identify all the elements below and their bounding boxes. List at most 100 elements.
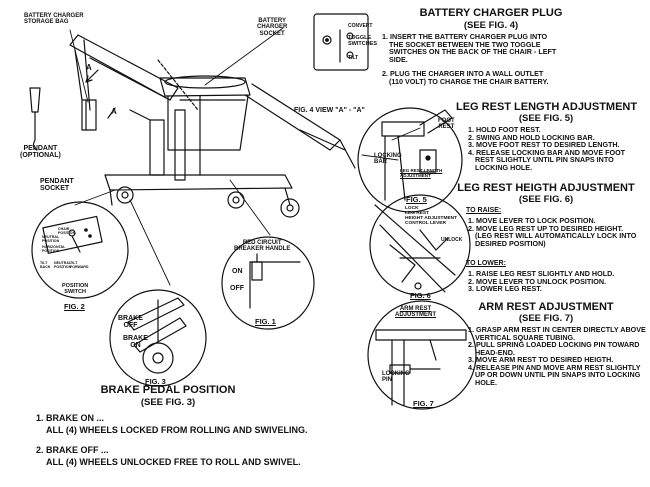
raise-step: (LEG REST WILL AUTOMATICALLY LOCK INTO <box>475 231 637 241</box>
charger-plug-title: BATTERY CHARGER PLUG <box>419 7 563 19</box>
pendant-socket-label: PENDANT SOCKET <box>40 178 74 193</box>
charger-socket-line-2: CHARGER <box>257 24 288 31</box>
fig1-caption: FIG. 1 <box>255 317 276 326</box>
switch-position-label: NEUTRAL <box>42 235 60 239</box>
lock-line-1: LOCK <box>405 206 419 211</box>
lower-step: 1. RAISE LEG REST SLIGHTLY AND HOLD. <box>468 269 615 278</box>
fig2-switch-detail <box>31 201 129 299</box>
brake-line: 1. BRAKE ON ... <box>36 413 105 423</box>
charger-bag-line-2: STORAGE BAG <box>24 19 69 26</box>
arm-step: HEAD-END. <box>475 347 515 357</box>
lower-step: 2. MOVE LEVER TO UNLOCK POSITION. <box>468 276 607 286</box>
arm-rest-steps: 1. GRASP ARM REST IN CENTER DIRECTLY ABO… <box>468 326 646 387</box>
foot-rest-label: FOOT REST <box>438 118 455 131</box>
switch-position-label: CHAIR <box>58 227 70 231</box>
charger-plug-subtitle: (SEE FIG. 4) <box>463 20 519 31</box>
position-switch-label: POSITION SWITCH <box>62 283 89 296</box>
position-switch-line-1: POSITION <box>62 283 89 289</box>
fig1-breaker-detail <box>221 236 315 330</box>
leg-height-subtitle: (SEE FIG. 6) <box>518 194 574 205</box>
locking-bar-line-1: LOCKING <box>374 153 402 159</box>
leg-length-step: 1. HOLD FOOT REST. <box>468 125 541 134</box>
arm-step: 3. MOVE ARM REST TO DESIRED HEIGTH. <box>468 355 614 365</box>
position-switch-line-2: SWITCH <box>64 288 86 295</box>
leg-rest-adj-label: LEG REST LENGTH ADJUSTMENT <box>400 168 443 178</box>
fig5-leg-rest-detail <box>357 107 463 213</box>
switch-position-label: FORWARD <box>70 265 89 269</box>
lock-line-4: CONTROL LEVER <box>405 221 446 227</box>
leader-lines <box>69 27 421 286</box>
leg-length-step: LOCKING HOLE. <box>475 162 533 172</box>
brake-line: ALL (4) WHEELS LOCKED FROM ROLLING AND S… <box>46 425 308 436</box>
switch-position-label: NEUTRAL <box>54 261 72 265</box>
switch-position-label: HORIZONTAL <box>42 245 66 249</box>
brake-off-label: BRAKE OFF <box>118 315 143 330</box>
fig2-caption: FIG. 2 <box>64 302 85 311</box>
lock-line-3: HEIGHT ADJUSTMENT <box>405 216 458 222</box>
toggle-line-1: TOGGLE <box>348 35 372 41</box>
to-raise-label: TO RAISE: <box>466 207 502 214</box>
arm-step: 2. PULL SPRING LOADED LOCKING PIN TOWARD <box>468 340 640 350</box>
arm-rest-title: ARM REST ADJUSTMENT <box>478 301 614 313</box>
fig7-caption: FIG. 7 <box>413 399 434 408</box>
leg-rest-adj-line-2: ADJUSTMENT <box>400 172 431 178</box>
arm-rest-subtitle: (SEE FIG. 7) <box>518 313 574 324</box>
leg-length-step: 3. MOVE FOOT REST TO DESIRED LENGTH. <box>468 140 620 150</box>
pendant-line-2: (OPTIONAL) <box>20 152 61 160</box>
charger-step: THE SOCKET BETWEEN THE TWO TOGGLE <box>389 39 541 49</box>
charger-step: SIDE. <box>389 54 408 64</box>
toggle-line-2: SWITCHES <box>348 40 378 47</box>
pendant-socket-line-1: PENDANT <box>40 178 74 185</box>
brake-line: ALL (4) WHEELS UNLOCKED FREE TO ROLL AND… <box>46 457 301 468</box>
charger-bag-line-1: BATTERY CHARGER <box>24 13 84 19</box>
leg-height-lower-steps: 1. RAISE LEG REST SLIGHTLY AND HOLD. 2. … <box>468 270 614 293</box>
brake-off-line-2: OFF <box>123 322 138 330</box>
pendant-socket-line-2: SOCKET <box>40 185 70 193</box>
off-label: OFF <box>230 285 244 292</box>
brake-on-line-2: ON <box>130 342 141 350</box>
fig6-lever-detail <box>369 194 471 296</box>
brake-on-line-1: BRAKE <box>123 335 148 342</box>
leg-rest-adj-line-1: LEG REST LENGTH <box>400 168 443 173</box>
brake-lines: 1. BRAKE ON ... ALL (4) WHEELS LOCKED FR… <box>36 413 308 468</box>
locking-pin-label: LOCKING PIN <box>382 371 410 384</box>
lower-step: 3. LOWER LEG REST. <box>468 284 542 294</box>
fig3-brake-detail <box>109 289 207 387</box>
charger-plug-steps: 1. INSERT THE BATTERY CHARGER PLUG INTO … <box>382 33 556 85</box>
red-breaker-label: RED CIRCUIT BREAKER HANDLE <box>234 240 290 253</box>
view-a-marker: A <box>86 63 92 72</box>
arm-step: VERTICAL SQUARE TUBING. <box>475 332 576 342</box>
locking-pin-line-2: PIN <box>382 377 393 384</box>
leg-height-raise-steps: 1. MOVE LEVER TO LOCK POSITION. 2. MOVE … <box>468 217 636 247</box>
raise-step: 2. MOVE LEG REST UP TO DESIRED HEIGHT. <box>468 223 624 233</box>
red-breaker-line-2: BREAKER HANDLE <box>234 246 291 253</box>
switch-position-label: POSITION <box>58 231 76 235</box>
chair-illustration <box>29 34 356 218</box>
pendant-line-1: PENDANT <box>23 145 58 152</box>
leg-length-step: REST SLIGHTLY UNTIL PIN SNAPS INTO <box>475 155 614 165</box>
lock-lever-label: LOCK LEG REST HEIGHT ADJUSTMENT CONTROL … <box>405 206 457 226</box>
leg-length-title: LEG REST LENGTH ADJUSTMENT <box>456 101 638 113</box>
leg-length-subtitle: (SEE FIG. 5) <box>518 113 574 124</box>
leg-height-title: LEG REST HEIGTH ADJUSTMENT <box>457 182 635 194</box>
red-breaker-line-1: RED CIRCUIT <box>242 240 282 246</box>
view-a-marker-2: A <box>111 107 117 116</box>
charger-socket-line-3: SOCKET <box>259 30 285 37</box>
convert-label: CONVERT <box>348 23 373 29</box>
brake-subtitle: (SEE FIG. 3) <box>140 397 196 408</box>
fig3-caption: FIG. 3 <box>145 377 166 386</box>
arm-step: HOLE. <box>475 377 497 387</box>
switch-position-label: BACK <box>40 265 51 269</box>
leg-length-steps: 1. HOLD FOOT REST. 2. SWING AND HOLD LOC… <box>468 126 625 171</box>
switch-position-label: POSITION <box>42 249 60 253</box>
fig5-caption: FIG. 5 <box>406 195 427 204</box>
leg-length-step: 2. SWING AND HOLD LOCKING BAR. <box>468 132 595 142</box>
lock-line-2: LEG REST <box>405 211 429 217</box>
locking-pin-line-1: LOCKING <box>382 371 410 377</box>
brake-on-label: BRAKE ON <box>123 335 148 350</box>
leg-length-step: 4. RELEASE LOCKING BAR AND MOVE FOOT <box>468 147 626 157</box>
fig7-arm-rest-detail <box>367 300 477 410</box>
pendant-label: PENDANT (OPTIONAL) <box>20 145 61 160</box>
locking-bar-label: LOCKING BAR <box>374 153 402 166</box>
switch-position-label: TILT <box>40 261 48 265</box>
